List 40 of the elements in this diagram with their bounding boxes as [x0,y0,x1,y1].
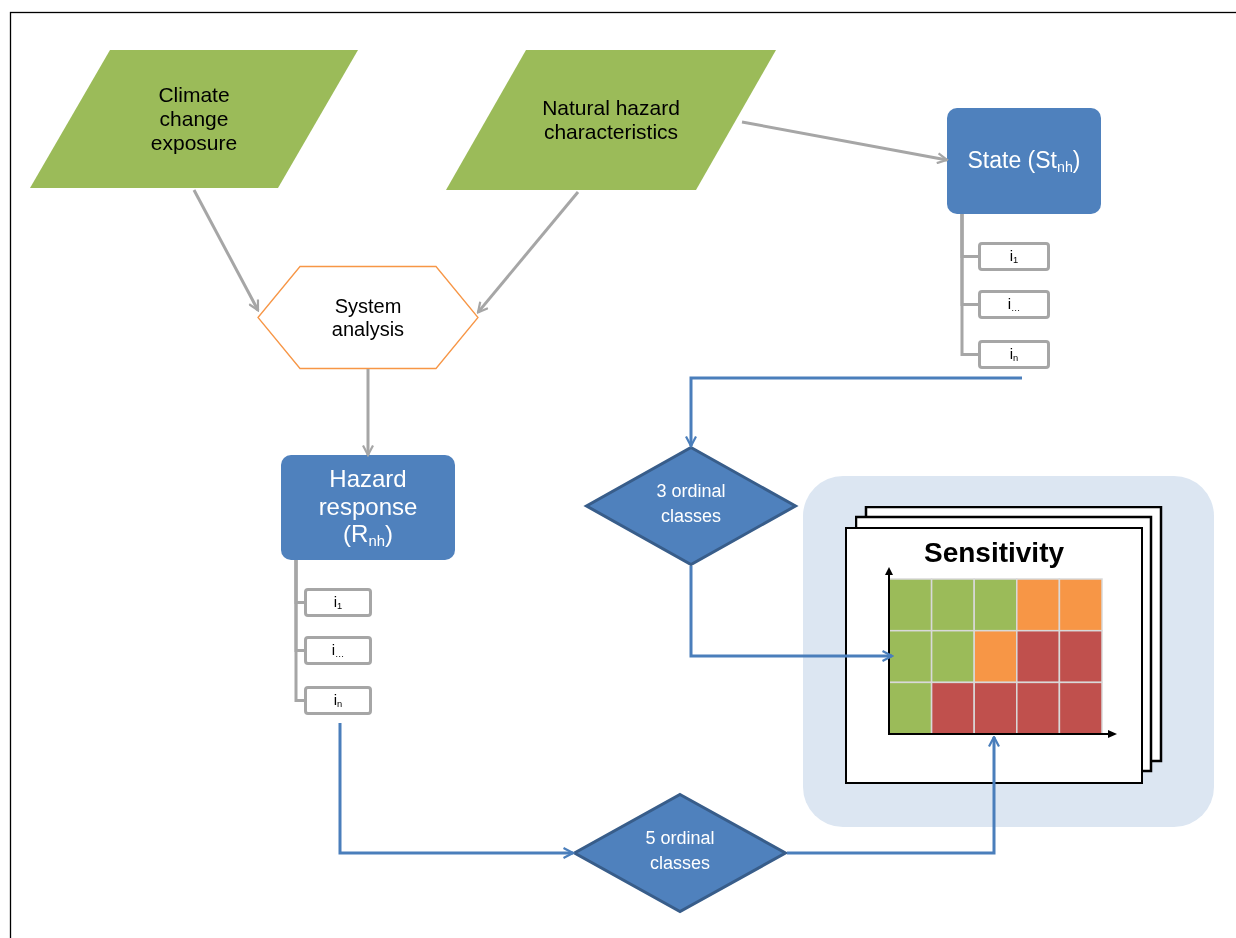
decision-diamond [573,793,787,913]
arrow [684,376,1022,448]
risk-matrix-drawing [887,567,1117,739]
indicator-box [978,340,1050,369]
indicator-box [304,588,372,617]
node-label: i$_{n}$ [1009,345,1019,364]
arrow [361,369,375,457]
chart-card [845,527,1143,784]
process-box [947,108,1101,214]
chart-title: Sensitivity [923,537,1065,570]
indicator-box [304,686,372,715]
process-box [281,455,455,560]
connector-line [960,214,978,356]
indicator-box [978,290,1050,319]
node-label: i$_{…}$ [1007,295,1021,314]
node-label: i$_{1}$ [1009,247,1019,266]
node-label: System analysis [330,294,406,341]
process-hexagon [258,266,478,369]
node-label: State (St$_{nh}$) [966,147,1082,175]
node-label: Natural hazard characteristics [541,95,681,145]
node-label: Hazard response (R$_{nh}$) [317,465,419,550]
input-parallelogram [30,50,358,188]
indicator-box [978,242,1050,271]
arrow [787,735,1001,855]
arrow [338,723,575,860]
decision-diamond [585,446,797,566]
node-label: i$_{…}$ [331,641,345,660]
node-label: i$_{n}$ [333,691,343,710]
node-label: 5 ordinal classes [645,826,715,875]
arrow [192,189,260,312]
node-label: 3 ordinal classes [656,479,726,528]
input-parallelogram [446,50,776,190]
node-label: Climate change exposure [149,82,239,156]
arrow [741,120,949,165]
connector-line [294,560,304,702]
panel-background [803,476,1214,827]
node-label: i$_{1}$ [333,593,343,612]
arrow [689,566,894,663]
indicator-box [304,636,372,665]
arrow [476,191,580,314]
